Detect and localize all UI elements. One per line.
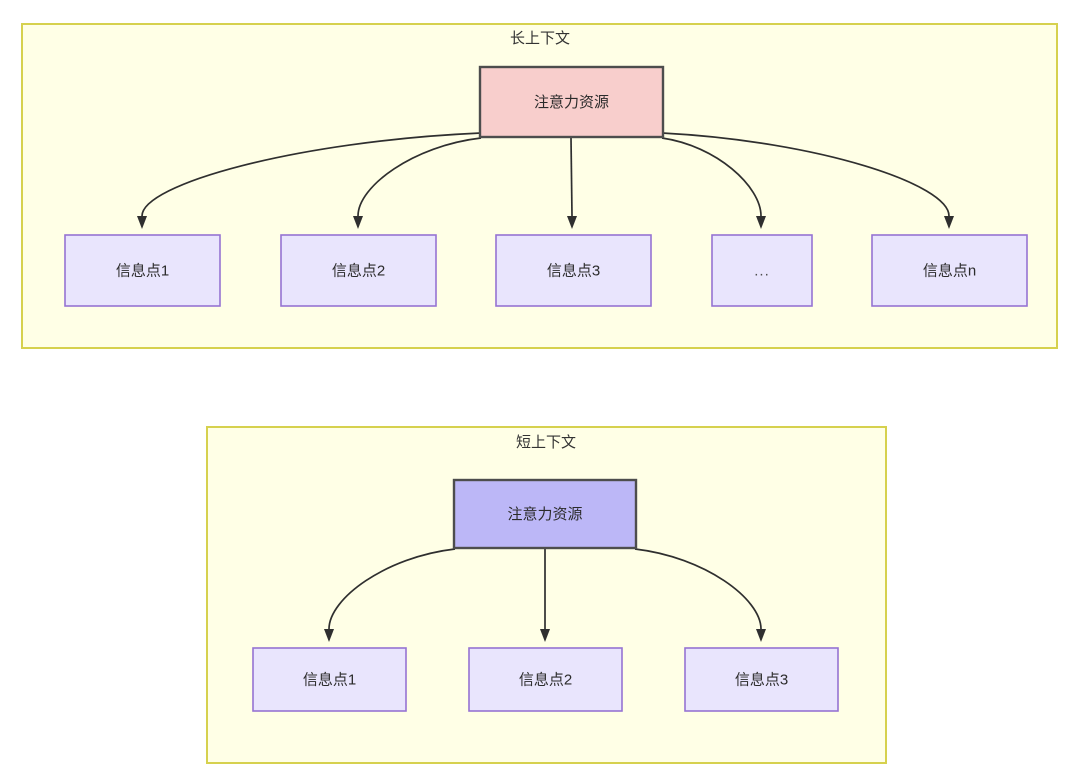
node-info-point-2-long[interactable]: 信息点2 bbox=[280, 234, 437, 307]
arrowhead-icon bbox=[756, 216, 766, 229]
node-box[interactable] bbox=[711, 234, 813, 307]
node-label: 信息点n bbox=[923, 262, 976, 279]
edge-root-to-leaf-2 bbox=[540, 549, 550, 642]
node-info-point-ellipsis-long[interactable]: ... bbox=[711, 234, 813, 307]
node-label: 信息点1 bbox=[116, 262, 169, 279]
node-info-point-n-long[interactable]: 信息点n bbox=[871, 234, 1028, 307]
group-frame-short-context bbox=[206, 426, 887, 764]
edge-group-long-context bbox=[137, 132, 954, 229]
edge-path bbox=[328, 548, 456, 630]
node-box[interactable] bbox=[495, 234, 652, 307]
edge-path bbox=[661, 137, 762, 217]
node-info-point-3-long[interactable]: 信息点3 bbox=[495, 234, 652, 307]
edge-path bbox=[634, 548, 762, 630]
edge-root-to-leaf-3 bbox=[567, 137, 577, 229]
group-title-long-context: 长上下文 bbox=[510, 30, 570, 47]
group-title-short-context: 短上下文 bbox=[516, 434, 576, 451]
node-label: 信息点3 bbox=[735, 671, 788, 688]
edge-root-to-leaf-4 bbox=[661, 137, 766, 229]
node-label: 注意力资源 bbox=[534, 93, 609, 111]
node-info-point-1-short[interactable]: 信息点1 bbox=[252, 647, 407, 712]
node-info-point-2-short[interactable]: 信息点2 bbox=[468, 647, 623, 712]
node-info-point-3-short[interactable]: 信息点3 bbox=[684, 647, 839, 712]
node-info-point-1-long[interactable]: 信息点1 bbox=[64, 234, 221, 307]
arrowhead-icon bbox=[353, 216, 363, 229]
edge-root-to-leaf-3 bbox=[634, 548, 766, 642]
arrowhead-icon bbox=[567, 216, 577, 229]
edge-group-short-context bbox=[324, 548, 766, 642]
node-label: 注意力资源 bbox=[507, 505, 582, 523]
node-attention-resource-short[interactable]: 注意力资源 bbox=[452, 478, 638, 550]
edge-root-to-leaf-1 bbox=[137, 132, 482, 229]
arrowhead-icon bbox=[540, 629, 550, 642]
group-short-context: 短上下文 注意力资源 bbox=[206, 426, 887, 764]
node-box[interactable] bbox=[280, 234, 437, 307]
node-label: 信息点3 bbox=[547, 262, 600, 279]
node-label: 信息点1 bbox=[303, 671, 356, 688]
node-box[interactable] bbox=[252, 647, 407, 712]
edge-path bbox=[357, 137, 482, 217]
edge-root-to-leaf-5 bbox=[661, 132, 954, 229]
arrowhead-icon bbox=[137, 216, 147, 229]
node-box[interactable] bbox=[684, 647, 839, 712]
edge-root-to-leaf-1 bbox=[324, 548, 456, 642]
node-box[interactable] bbox=[478, 65, 665, 139]
node-box[interactable] bbox=[64, 234, 221, 307]
node-box[interactable] bbox=[871, 234, 1028, 307]
arrowhead-icon bbox=[944, 216, 954, 229]
arrowhead-icon bbox=[756, 629, 766, 642]
group-long-context: 长上下文 bbox=[21, 23, 1058, 349]
node-box[interactable] bbox=[452, 478, 638, 550]
edge-path bbox=[661, 132, 950, 217]
node-attention-resource-long[interactable]: 注意力资源 bbox=[478, 65, 665, 139]
edge-root-to-leaf-2 bbox=[353, 137, 482, 229]
arrowhead-icon bbox=[324, 629, 334, 642]
node-label: 信息点2 bbox=[519, 671, 572, 688]
edge-path bbox=[570, 137, 573, 217]
node-label: 信息点2 bbox=[332, 262, 385, 279]
edge-path bbox=[141, 132, 482, 217]
node-box[interactable] bbox=[468, 647, 623, 712]
node-label: ... bbox=[754, 262, 770, 279]
